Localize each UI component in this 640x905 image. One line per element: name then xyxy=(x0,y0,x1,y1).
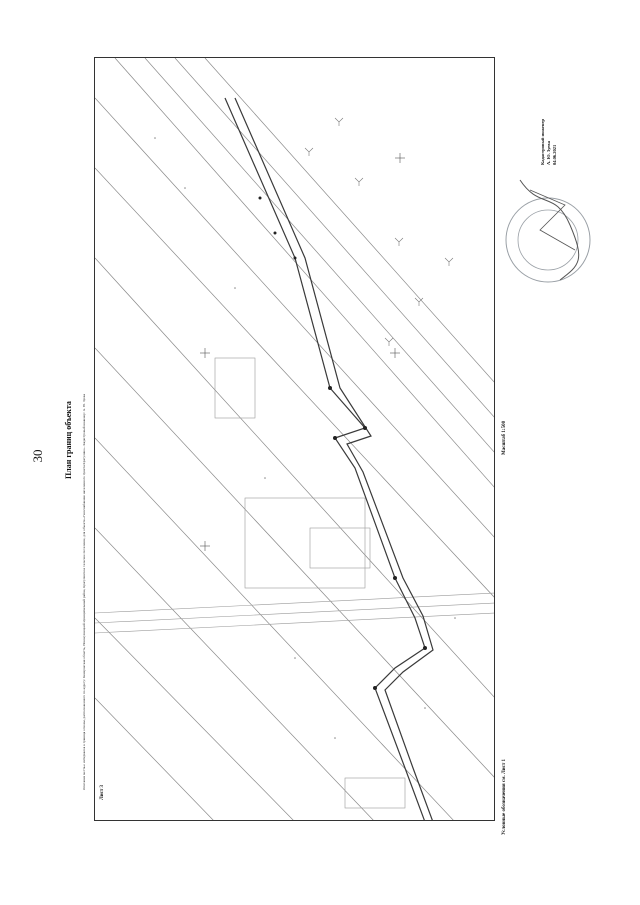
survey-dots xyxy=(154,137,456,739)
tree-symbols xyxy=(304,117,454,346)
plan-title: План границ объекта xyxy=(64,401,73,479)
object-route xyxy=(224,97,434,820)
plan-drawing xyxy=(95,58,494,820)
scale-label: Масштаб 1:500 xyxy=(502,420,507,455)
page-number: 30 xyxy=(30,449,45,463)
engineer-date: 04.06.2021 xyxy=(552,144,557,165)
signature-stamp xyxy=(505,179,591,283)
route-markers xyxy=(258,196,427,690)
cross-roads xyxy=(95,357,494,809)
road-lines xyxy=(95,58,494,820)
engineer-block: Кадастровый инженер А. Ю. Зуева 04.06.20… xyxy=(540,119,558,165)
sheet-label: Лист 3 xyxy=(100,784,105,800)
plan-subtitle: Описание места-е интервалов в граница ос… xyxy=(82,393,86,790)
legend-note: Условные обозначения см. Лист 1 xyxy=(502,758,507,835)
grid-crosses xyxy=(200,153,405,551)
plan-frame xyxy=(94,57,495,821)
